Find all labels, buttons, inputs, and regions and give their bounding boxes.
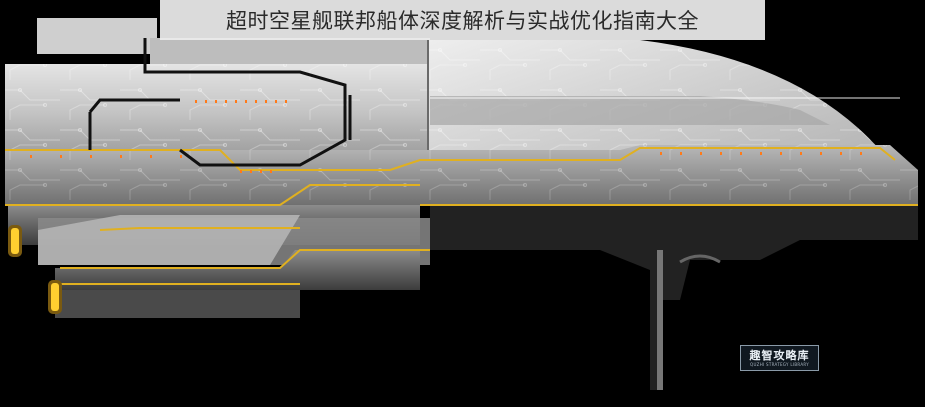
- title-banner: 超时空星舰联邦船体深度解析与实战优化指南大全: [160, 0, 765, 40]
- upper-plate-center: [150, 38, 430, 66]
- watermark-title: 趣智攻略库: [749, 349, 810, 362]
- lower-hull-plate-2: [55, 250, 420, 290]
- watermark-badge: 趣智攻略库 QUZHI STRATEGY LIBRARY: [740, 345, 819, 371]
- ventral-keel: [430, 205, 918, 390]
- engine-exhausts: [8, 225, 62, 314]
- upper-plate-left: [37, 18, 157, 54]
- window-lights: [30, 100, 862, 173]
- watermark-subtitle: QUZHI STRATEGY LIBRARY: [750, 362, 809, 367]
- guide-title: 超时空星舰联邦船体深度解析与实战优化指南大全: [226, 9, 699, 33]
- yellow-trim-lines: [5, 147, 918, 285]
